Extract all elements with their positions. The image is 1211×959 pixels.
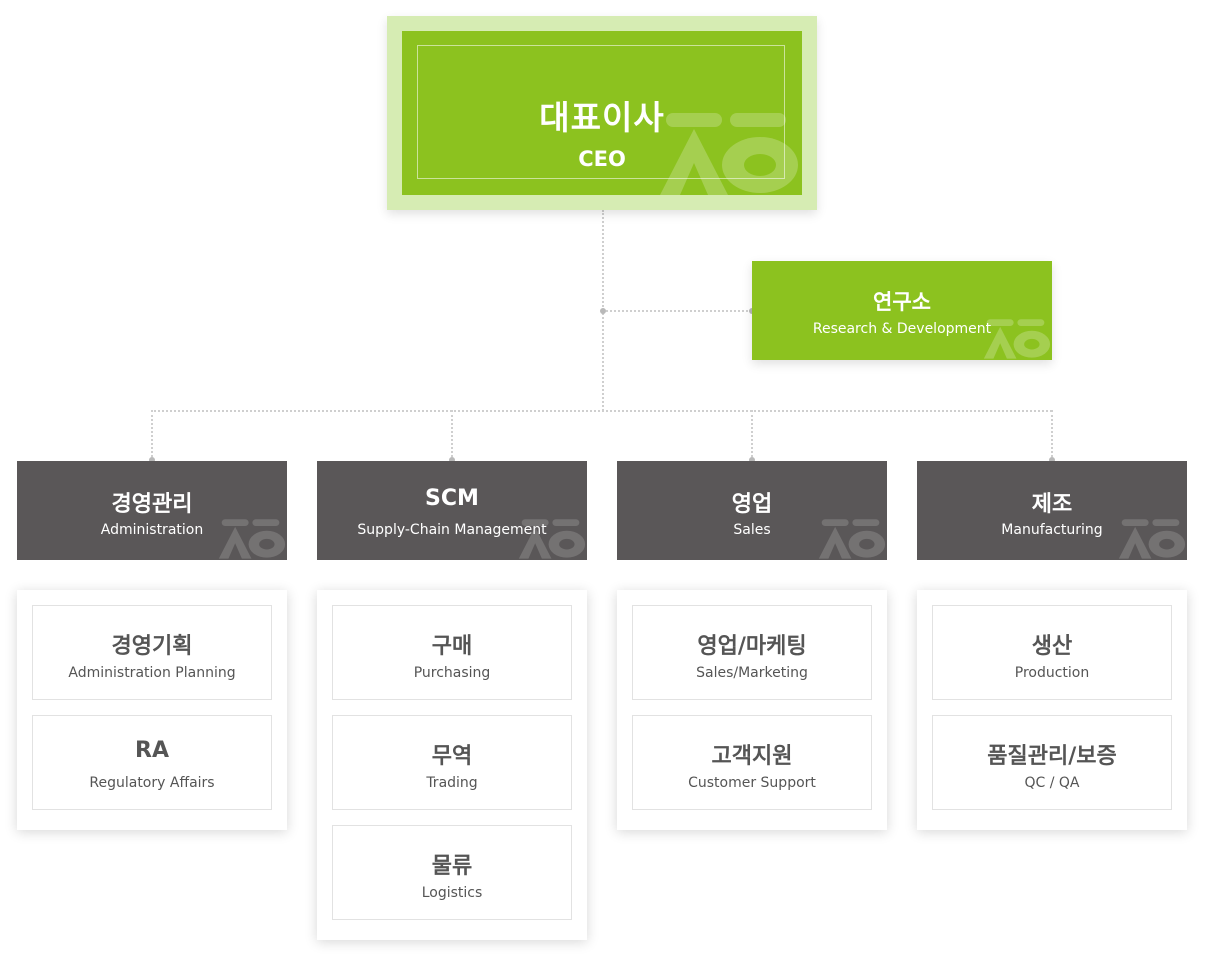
dept-drop-dot-1 [149,457,155,463]
manufacturing-units-panel: 생산 Production 품질관리/보증 QC / QA [917,590,1187,830]
unit-card: RA Regulatory Affairs [32,715,272,810]
dept-drop-dot-4 [1049,457,1055,463]
dept-drop-dot-2 [449,457,455,463]
dept-subtitle: Supply-Chain Management [357,522,547,538]
scm-units-panel: 구매 Purchasing 무역 Trading 물류 Logistics [317,590,587,940]
rnd-branch-line [603,310,752,312]
dept-subtitle: Sales [733,522,771,538]
dept-drop-line-1 [151,410,153,461]
unit-title: 구매 [431,634,473,659]
unit-title: RA [135,738,169,763]
ceo-frame [417,45,785,179]
unit-subtitle: Purchasing [413,665,491,681]
unit-title: 물류 [431,854,473,879]
administration-units-panel: 경영기획 Administration Planning RA Regulato… [17,590,287,830]
ceo-subtitle: CEO [578,147,626,171]
dept-title: 제조 [1031,492,1073,517]
dept-subtitle: Administration [100,522,204,538]
unit-subtitle: Administration Planning [68,665,236,681]
ceo-box: 대표이사 CEO [387,16,817,210]
dept-manufacturing: 제조 Manufacturing [917,461,1187,560]
unit-title: 생산 [1031,634,1073,659]
unit-subtitle: QC / QA [1024,775,1080,791]
dept-sales: 영업 Sales [617,461,887,560]
unit-subtitle: Production [1014,665,1090,681]
unit-subtitle: Logistics [421,885,483,901]
unit-card: 품질관리/보증 QC / QA [932,715,1172,810]
rnd-subtitle: Research & Development [812,321,992,337]
sales-units-panel: 영업/마케팅 Sales/Marketing 고객지원 Customer Sup… [617,590,887,830]
unit-card: 고객지원 Customer Support [632,715,872,810]
dept-drop-line-4 [1051,410,1053,461]
unit-subtitle: Customer Support [688,775,816,791]
unit-subtitle: Sales/Marketing [696,665,808,681]
unit-title: 고객지원 [711,744,793,769]
ceo-box-inner: 대표이사 CEO [402,31,802,195]
unit-card: 구매 Purchasing [332,605,572,700]
rnd-title: 연구소 [873,290,931,314]
unit-card: 생산 Production [932,605,1172,700]
dept-scm: SCM Supply-Chain Management [317,461,587,560]
dept-title: 영업 [731,492,773,517]
ceo-title: 대표이사 [539,98,665,137]
unit-card: 무역 Trading [332,715,572,810]
rnd-branch-dot-left [600,308,606,314]
dept-administration: 경영관리 Administration [17,461,287,560]
unit-card: 경영기획 Administration Planning [32,605,272,700]
dept-drop-line-3 [751,410,753,461]
unit-card: 물류 Logistics [332,825,572,920]
unit-title: 무역 [431,744,473,769]
rnd-box: 연구소 Research & Development [752,261,1052,360]
dept-branch-line [151,410,1052,412]
dept-subtitle: Manufacturing [1001,522,1103,538]
dept-title: SCM [425,486,479,511]
unit-subtitle: Trading [426,775,478,791]
unit-subtitle: Regulatory Affairs [89,775,215,791]
dept-drop-line-2 [451,410,453,461]
unit-title: 품질관리/보증 [987,744,1117,769]
unit-title: 영업/마케팅 [697,634,807,659]
dept-title: 경영관리 [111,492,193,517]
unit-title: 경영기획 [111,634,193,659]
dept-drop-dot-3 [749,457,755,463]
unit-card: 영업/마케팅 Sales/Marketing [632,605,872,700]
